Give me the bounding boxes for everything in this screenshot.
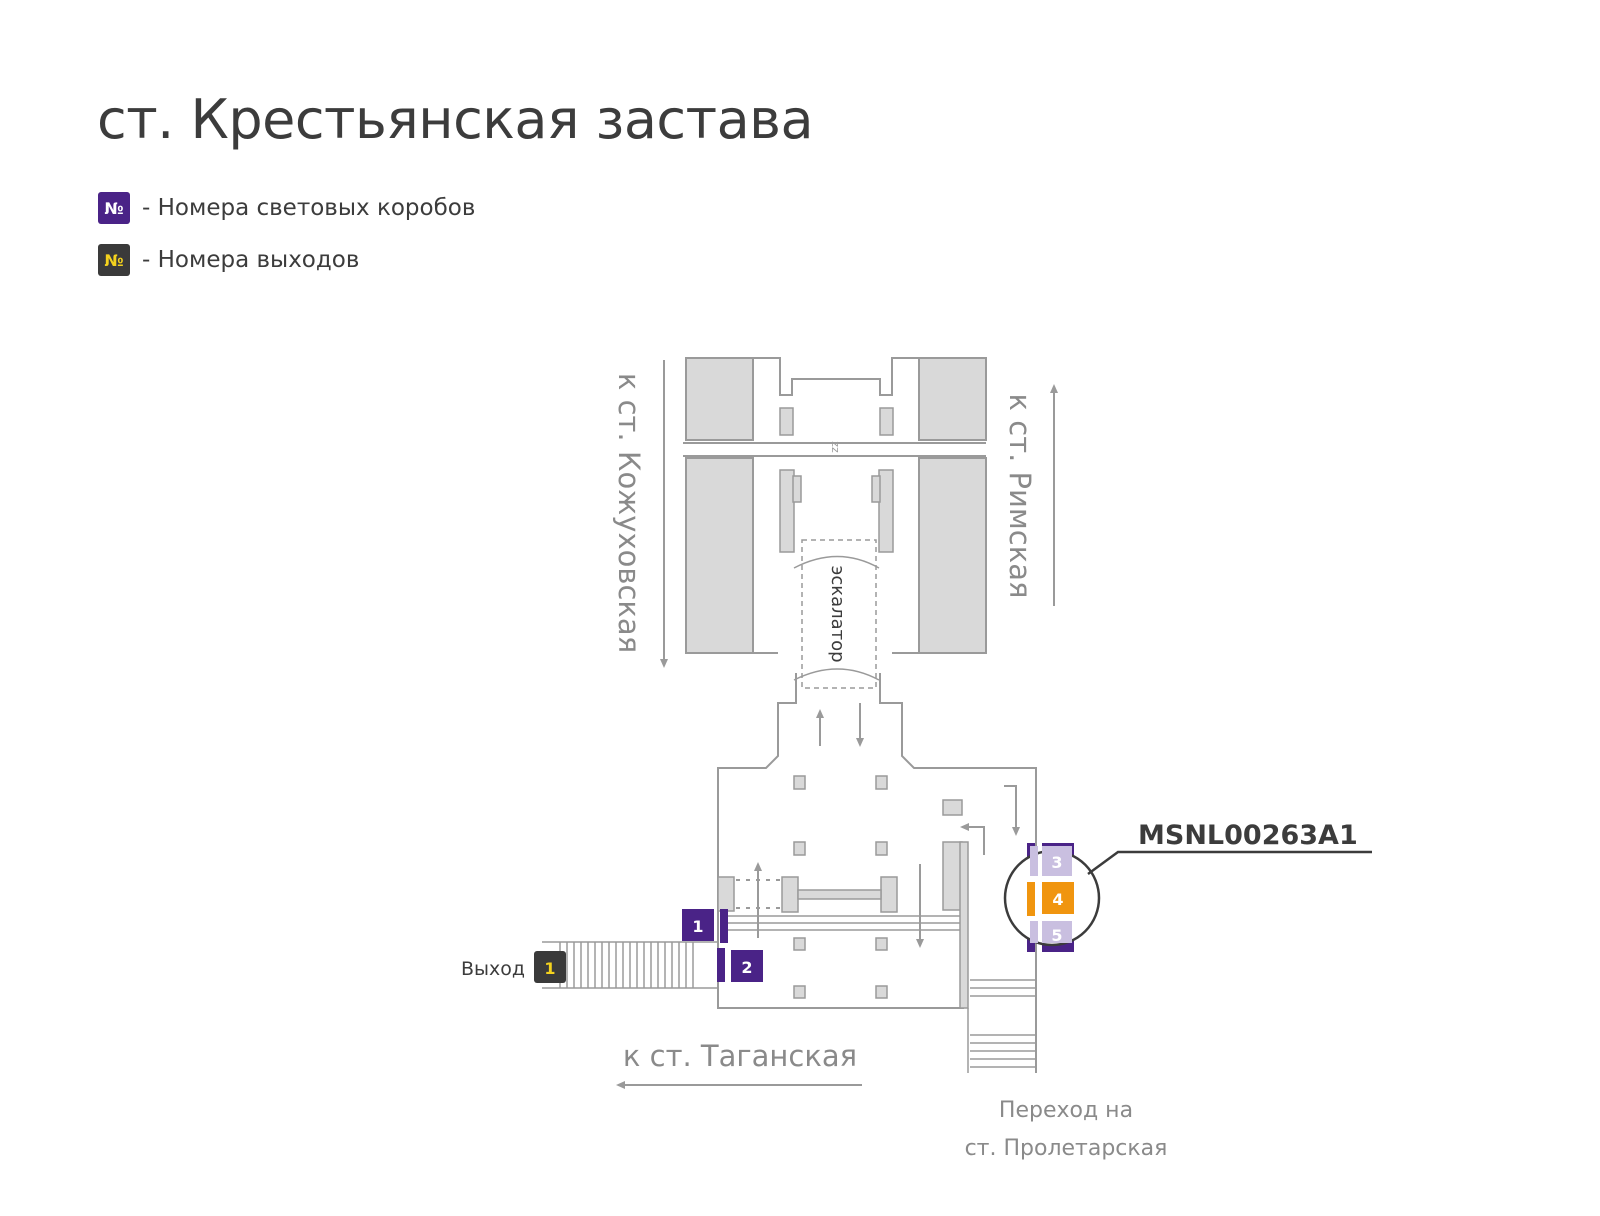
page-title: ст. Крестьянская застава (97, 88, 814, 151)
exit-label: Выход (461, 958, 525, 980)
escalator-label: эскалатор (827, 565, 848, 662)
track-block (685, 457, 754, 654)
track-block (918, 457, 987, 654)
svg-text:zz: zz (829, 441, 842, 453)
vestibule (542, 673, 1037, 1073)
legend-exit: № - Номера выходов (98, 244, 359, 276)
flow-arrows (616, 360, 1058, 1089)
transfer-label-line1: Переход на (999, 1098, 1133, 1123)
direction-taganskaya: к ст. Таганская (623, 1039, 857, 1073)
lightbox-3-zoom: 3 (1030, 846, 1072, 876)
svg-text:2: 2 (741, 958, 752, 977)
platform-area: zz эскалатор (683, 357, 987, 689)
exit-badge (534, 951, 566, 983)
legend-exit-label: - Номера выходов (142, 247, 360, 273)
platform-wall (753, 357, 919, 396)
pillar (878, 469, 894, 553)
direction-kozhukhovskaya: к ст. Кожуховская (612, 373, 646, 653)
transfer-label-line2: ст. Пролетарская (965, 1136, 1168, 1161)
svg-text:5: 5 (1051, 926, 1062, 945)
svg-text:1: 1 (692, 917, 703, 936)
legend-lightbox: № - Номера световых коробов (98, 192, 475, 224)
legend-lightbox-badge: № (98, 192, 130, 224)
lightbox-2: 2 (717, 948, 763, 982)
track-block (685, 357, 754, 441)
exit-number: 1 (544, 959, 555, 978)
pillar (779, 469, 795, 553)
pillar (779, 407, 794, 436)
legend-lightbox-label: - Номера световых коробов (142, 195, 476, 221)
pillar (879, 407, 894, 436)
lightbox-5-zoom: 5 (1030, 921, 1072, 945)
highlight-code: MSNL00263A1 (1138, 820, 1358, 851)
svg-text:4: 4 (1052, 890, 1063, 909)
direction-rimskaya: к ст. Римская (1003, 394, 1037, 599)
svg-text:3: 3 (1051, 853, 1062, 872)
escalator-outline (801, 539, 877, 689)
lightbox-1: 1 (682, 909, 728, 943)
lightbox-4-highlighted: 4 (1027, 882, 1074, 916)
track-block (918, 357, 987, 441)
legend-exit-badge: № (98, 244, 130, 276)
callout-leader (1087, 850, 1372, 876)
